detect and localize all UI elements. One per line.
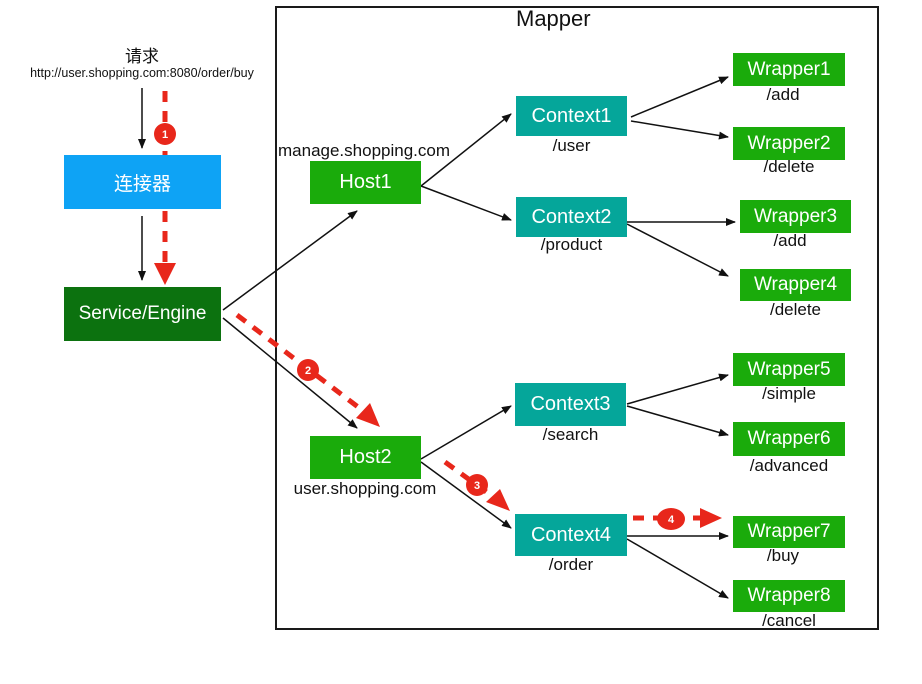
svg-text:3: 3 [474,480,480,492]
mapper-container [275,6,879,630]
arrow-host2-to-context3 [420,405,512,460]
context1-node[interactable]: Context1 [516,96,627,136]
request-url: http://user.shopping.com:8080/order/buy [30,66,254,80]
wrapper8-node[interactable]: Wrapper8 [733,580,845,612]
host1-node[interactable]: Host1 [310,161,421,204]
arrow-context4-to-wrapper8 [626,538,729,599]
host2-domain: user.shopping.com [293,479,437,498]
context4-path: /order [548,555,594,574]
arrow-service-to-host2 [222,317,358,429]
context3-node[interactable]: Context3 [515,383,626,426]
wrapper5-path: /simple [762,384,816,403]
wrapper1-node[interactable]: Wrapper1 [733,53,845,86]
arrow-host1-to-context2 [420,185,512,221]
host2-node[interactable]: Host2 [310,436,421,479]
wrapper5-node[interactable]: Wrapper5 [733,353,845,386]
request-path-arrowhead-2 [356,403,380,427]
svg-text:2: 2 [305,365,311,377]
context2-path: /product [540,235,603,254]
arrow-context1-to-wrapper1 [630,76,729,118]
wrapper2-node[interactable]: Wrapper2 [733,127,845,160]
wrapper6-path: /advanced [749,456,829,475]
context2-node[interactable]: Context2 [516,197,627,237]
step-badge-4: 4 [657,508,685,530]
host1-domain: manage.shopping.com [278,141,451,160]
connector-node[interactable]: 连接器 [64,155,221,209]
wrapper2-path: /delete [763,157,815,176]
step-badge-2: 2 [297,359,319,381]
arrow-host1-to-context1 [420,113,512,187]
request-path-arrowhead-3 [486,489,510,511]
context4-node[interactable]: Context4 [515,514,627,556]
arrow-host2-to-context4 [420,461,512,529]
arrow-context1-to-wrapper2 [630,120,729,140]
step-badge-1: 1 [154,123,176,145]
wrapper3-node[interactable]: Wrapper3 [740,200,851,233]
service-engine-node[interactable]: Service/Engine [64,287,221,341]
request-title: 请求 [125,47,159,66]
context3-path: /search [542,425,599,444]
wrapper4-node[interactable]: Wrapper4 [740,269,851,301]
step-badge-3: 3 [466,474,488,496]
request-path-arrowhead-1 [154,263,176,285]
mapper-title: Mapper [516,6,591,31]
wrapper6-node[interactable]: Wrapper6 [733,422,845,456]
wrapper1-path: /add [766,85,800,104]
context1-path: /user [552,136,591,155]
request-path-arrowhead-4 [700,508,722,528]
arrow-service-to-host1 [222,210,358,311]
wrapper4-path: /delete [769,300,822,319]
wrapper7-node[interactable]: Wrapper7 [733,516,845,548]
wrapper7-path: /buy [766,546,800,565]
wrapper3-path: /add [773,231,807,250]
svg-text:4: 4 [668,514,675,526]
arrow-context2-to-wrapper4 [626,223,729,277]
wrapper8-path: /cancel [762,611,816,630]
arrow-context3-to-wrapper6 [626,405,729,437]
arrow-context3-to-wrapper5 [626,373,729,405]
request-path-step-2 [235,313,364,412]
svg-text:1: 1 [162,129,168,141]
